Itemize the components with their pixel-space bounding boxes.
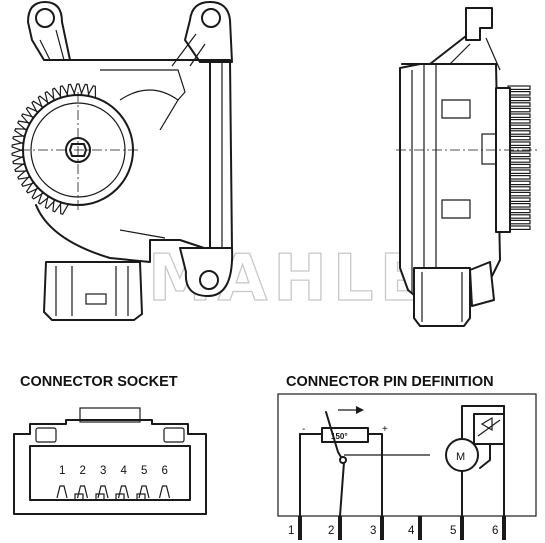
connector-pin [298,516,302,540]
side-connector [413,267,471,327]
mount-hole-upper-right [201,8,221,28]
socket-pin-number: 5 [141,465,147,477]
pin-definition-heading: CONNECTOR PIN DEFINITION [286,374,494,390]
side-gear-tooth [507,141,531,147]
side-gear-tooth [507,152,531,158]
motor-label: M [456,451,465,463]
protection-element [473,413,505,445]
socket-pin-number: 1 [59,465,65,477]
minus-sign: - [302,424,305,435]
side-gear-tooth [507,90,531,96]
side-gear-tooth [507,124,531,130]
wire-pin3 [367,433,383,517]
side-clip [465,7,493,41]
side-gear-tooth [507,163,531,169]
side-gear-tooth [507,219,531,225]
connector-pin-label: 3 [370,525,376,537]
side-gear-tooth [507,175,531,180]
side-gear-tooth [507,158,531,163]
socket-pin-number: 6 [162,465,168,477]
actuator-side-view [396,7,540,327]
side-gear-tooth [507,85,531,91]
socket-pin-number: 3 [100,465,106,477]
mount-hole-upper-left [35,8,55,28]
side-gear-tooth [507,203,531,208]
potentiometer-label: 150° [331,432,348,441]
side-gear-tooth [507,130,531,135]
connector-pin-label: 5 [450,525,456,537]
connector-pin-label: 6 [492,525,498,537]
side-gear-tooth [507,214,531,219]
socket-pin-number: 4 [121,465,128,477]
socket-pin [117,485,130,499]
side-gear-tooth [507,113,531,119]
connector-pin [460,516,464,540]
connector-pin [418,516,422,540]
connector-pin-label: 2 [328,525,334,537]
side-gear-tooth [507,197,531,203]
plus-sign: + [382,424,388,435]
side-gear-hub [495,87,511,233]
socket-pin [97,485,109,499]
connector-socket-drawing: 1 2 3 4 5 6 [13,407,207,515]
connector-latch [85,293,107,305]
side-gear-tooth [507,186,531,191]
socket-outline [13,419,207,515]
connector-pin [338,516,342,540]
side-gear-tooth [507,208,531,214]
connector-pin [502,516,506,540]
side-gear-tooth [507,118,531,124]
side-gear-tooth [507,191,531,197]
side-gear-tooth [507,180,531,186]
socket-pin-number: 2 [80,465,86,477]
side-gear-tooth [507,147,531,152]
mount-hole-lower-right [199,270,219,290]
connector-pin-label: 1 [288,525,294,537]
socket-latch [79,407,141,423]
side-gear-tooth [507,135,531,141]
side-gear-tooth [507,107,531,113]
connector-pin-label: 4 [408,525,415,537]
side-gear-tooth [507,225,531,231]
pin-definition-schematic: 150° - + M 1 2 3 4 5 6 [277,393,537,540]
connector-socket-heading: CONNECTOR SOCKET [20,374,178,390]
side-gear-tooth [507,102,531,107]
socket-pin [56,485,68,499]
schematic-frame [277,393,537,517]
socket-pin [138,485,150,499]
side-gear-tooth [507,169,531,175]
side-gear-tooth [507,96,531,102]
side-gear-teeth [507,85,531,231]
connector-pin [380,516,384,540]
socket-pin [76,485,89,499]
socket-pin [158,485,171,499]
actuator-front-view [11,1,234,321]
connector-body [43,261,143,321]
